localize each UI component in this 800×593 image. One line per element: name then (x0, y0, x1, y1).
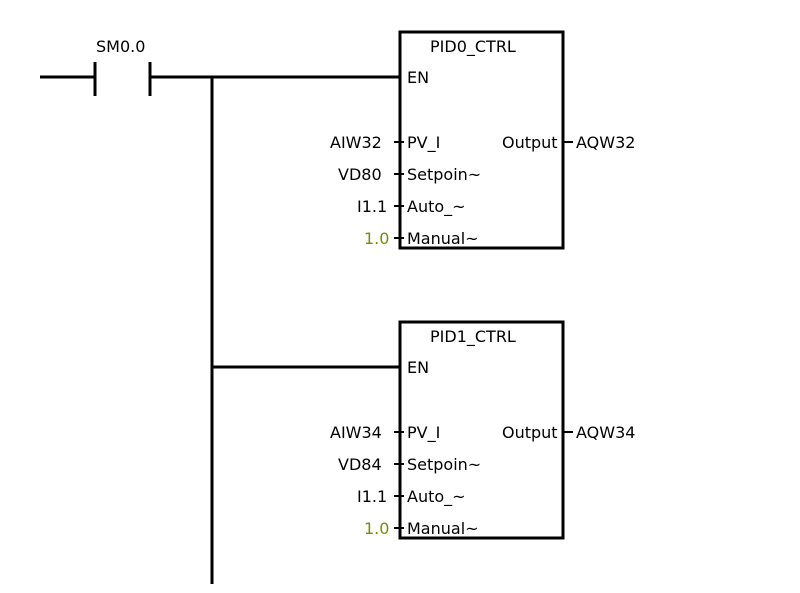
pid-block-2-input-auto-pin: Auto_~ (407, 487, 466, 507)
pid-block-1-input-setpoint-signal: VD80 (338, 165, 382, 184)
pid-block-2-input-manual-signal: 1.0 (364, 519, 389, 538)
pid-block-1-output-pin: Output (502, 133, 558, 152)
pid-block-1-frame (398, 30, 565, 250)
pid-block-2-input-manual-pin: Manual~ (407, 519, 479, 538)
pid-block-1-title: PID0_CTRL (430, 37, 516, 57)
pid-block-2-title: PID1_CTRL (430, 327, 516, 347)
pid-block-2-input-pv-signal: AIW34 (330, 423, 382, 442)
pid-block-1-input-setpoint-pin: Setpoin~ (407, 165, 481, 184)
pid-block-2-input-pv-pin: PV_I (407, 423, 440, 443)
pid-block-2-input-setpoint-pin: Setpoin~ (407, 455, 481, 474)
pid-block-2-enable: EN (407, 358, 429, 377)
pid-block-1-input-auto-signal: I1.1 (357, 197, 387, 216)
pid-block-1-enable: EN (407, 68, 429, 87)
pid-block-1-output-signal: AQW32 (576, 133, 635, 152)
pid-block-2-output-pin: Output (502, 423, 558, 442)
pid-block-1-input-pv-pin: PV_I (407, 133, 440, 153)
pid-block-1-input-manual-signal: 1.0 (364, 229, 389, 248)
pid-block-2-output-signal: AQW34 (576, 423, 635, 442)
contact-label: SM0.0 (96, 37, 145, 56)
pid-block-1-input-manual-pin: Manual~ (407, 229, 479, 248)
pid-block-2-frame (398, 320, 565, 540)
pid-block-2-input-auto-signal: I1.1 (357, 487, 387, 506)
pid-block-1-input-auto-pin: Auto_~ (407, 197, 466, 217)
pid-block-2: PID1_CTRL EN AIW34 PV_I VD84 Setpoin~ I1… (330, 320, 635, 540)
pid-block-1-input-pv-signal: AIW32 (330, 133, 382, 152)
pid-block-2-input-setpoint-signal: VD84 (338, 455, 382, 474)
pid-block-1: PID0_CTRL EN AIW32 PV_I VD80 Setpoin~ I1… (330, 30, 635, 250)
